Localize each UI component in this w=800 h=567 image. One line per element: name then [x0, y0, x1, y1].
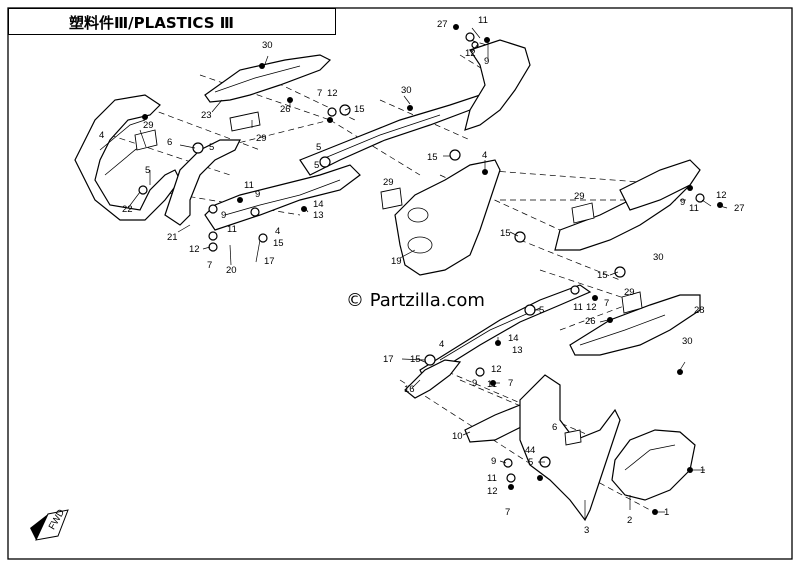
callout-label: 2	[627, 515, 632, 526]
callout-label: 30	[653, 252, 664, 263]
callout-label: 12	[586, 302, 597, 313]
callout-label: 13	[512, 345, 523, 356]
callout-label: 29	[624, 287, 635, 298]
callout-label: 15	[354, 104, 365, 115]
callout-label: 30	[682, 336, 693, 347]
callout-label: 4	[99, 130, 104, 141]
callout-label: 7	[505, 507, 510, 518]
callout-label: 26	[280, 104, 291, 115]
callout-label: 14	[313, 199, 324, 210]
callout-label: 11	[487, 379, 497, 390]
part-right-rear-cover	[569, 294, 701, 356]
callout-label: 5	[314, 160, 319, 171]
callout-label: 5	[528, 457, 533, 468]
diagram-title: 塑料件Ⅲ/PLASTICS Ⅲ	[69, 14, 234, 32]
fasteners	[138, 24, 723, 515]
callout-label: 7	[207, 260, 212, 271]
callout-label: 15	[410, 354, 421, 365]
callout-label: 12	[465, 48, 476, 59]
callout-label: 9	[255, 189, 260, 200]
drawing-frame	[7, 7, 793, 560]
callout-label: 5	[539, 305, 544, 316]
callout-label: 23	[201, 110, 212, 121]
callout-label: 11	[487, 473, 497, 484]
callout-label: 21	[167, 232, 178, 243]
part-mount-bracket	[404, 359, 462, 399]
callout-label: 20	[226, 265, 237, 276]
callout-label: 7	[604, 298, 609, 309]
part-center-side-panel	[394, 159, 501, 276]
callout-label: 15	[427, 152, 438, 163]
callout-label: 15	[500, 228, 511, 239]
callout-label: 6	[167, 137, 172, 148]
callout-label: 30	[401, 85, 412, 96]
callout-label: 26	[585, 316, 596, 327]
callout-label: 11	[573, 302, 583, 313]
part-lower-side-cover	[519, 374, 621, 522]
callout-label: 29	[143, 120, 154, 131]
title-frame: 塑料件Ⅲ/PLASTICS Ⅲ	[8, 8, 336, 35]
callout-label: 11	[689, 203, 699, 214]
callout-label: 29	[256, 133, 267, 144]
decals	[134, 111, 643, 446]
callout-label: 27	[437, 19, 448, 30]
part-rear-fender-extension	[619, 159, 701, 211]
callout-label: 4	[482, 150, 487, 161]
callout-label: 9	[484, 56, 489, 67]
callout-label: 4	[530, 445, 535, 456]
callout-label: 9	[221, 210, 226, 221]
callout-label: 30	[262, 40, 273, 51]
callout-label: 1	[664, 507, 669, 518]
callout-label: 11	[227, 224, 237, 235]
callout-label: 4	[525, 445, 530, 456]
callout-label: 22	[122, 204, 133, 215]
callout-label: 9	[680, 197, 685, 208]
parts	[74, 39, 701, 522]
leader-lines	[127, 27, 728, 520]
part-upper-rear-cover	[204, 54, 332, 103]
callout-label: 12	[487, 486, 498, 497]
part-upper-right-fender	[464, 39, 531, 131]
callout-label: 9	[472, 378, 477, 389]
watermark: © Partzilla.com	[346, 290, 485, 311]
callout-label: 11	[244, 180, 254, 191]
part-footrest-plate	[611, 429, 696, 501]
assembly-lines	[109, 39, 690, 511]
callout-label: 17	[383, 354, 394, 365]
callout-label: 15	[597, 270, 608, 281]
callout-labels: 27 11 12 9 30 23 26 29 7 12 15 30 4 29 5…	[99, 15, 745, 536]
callout-label: 29	[383, 177, 394, 188]
callout-label: 29	[574, 191, 585, 202]
forward-direction-marker: FWD	[30, 507, 69, 541]
callout-label: 11	[478, 15, 488, 26]
callout-label: 7	[508, 378, 513, 389]
callout-label: 5	[209, 142, 214, 153]
callout-label: 1	[700, 465, 705, 476]
callout-label: 4	[275, 226, 280, 237]
callout-label: 10	[452, 431, 463, 442]
callout-label: 16	[404, 384, 415, 395]
callout-label: 15	[273, 238, 284, 249]
callout-label: 12	[491, 364, 502, 375]
callout-label: 19	[391, 256, 402, 267]
callout-label: 12	[189, 244, 200, 255]
callout-label: 12	[327, 88, 338, 99]
callout-label: 5	[316, 142, 321, 153]
callout-label: 17	[264, 256, 275, 267]
callout-label: 12	[716, 190, 727, 201]
callout-label: 7	[317, 88, 322, 99]
callout-label: 6	[552, 422, 557, 433]
part-side-cover-left-front	[74, 94, 181, 221]
callout-label: 27	[734, 203, 745, 214]
callout-label: 13	[313, 210, 324, 221]
callout-label: 9	[491, 456, 496, 467]
callout-label: 3	[584, 525, 589, 536]
callout-label: 14	[508, 333, 519, 344]
callout-label: 5	[145, 165, 150, 176]
callout-label: 28	[694, 305, 705, 316]
callout-label: 4	[439, 339, 444, 350]
